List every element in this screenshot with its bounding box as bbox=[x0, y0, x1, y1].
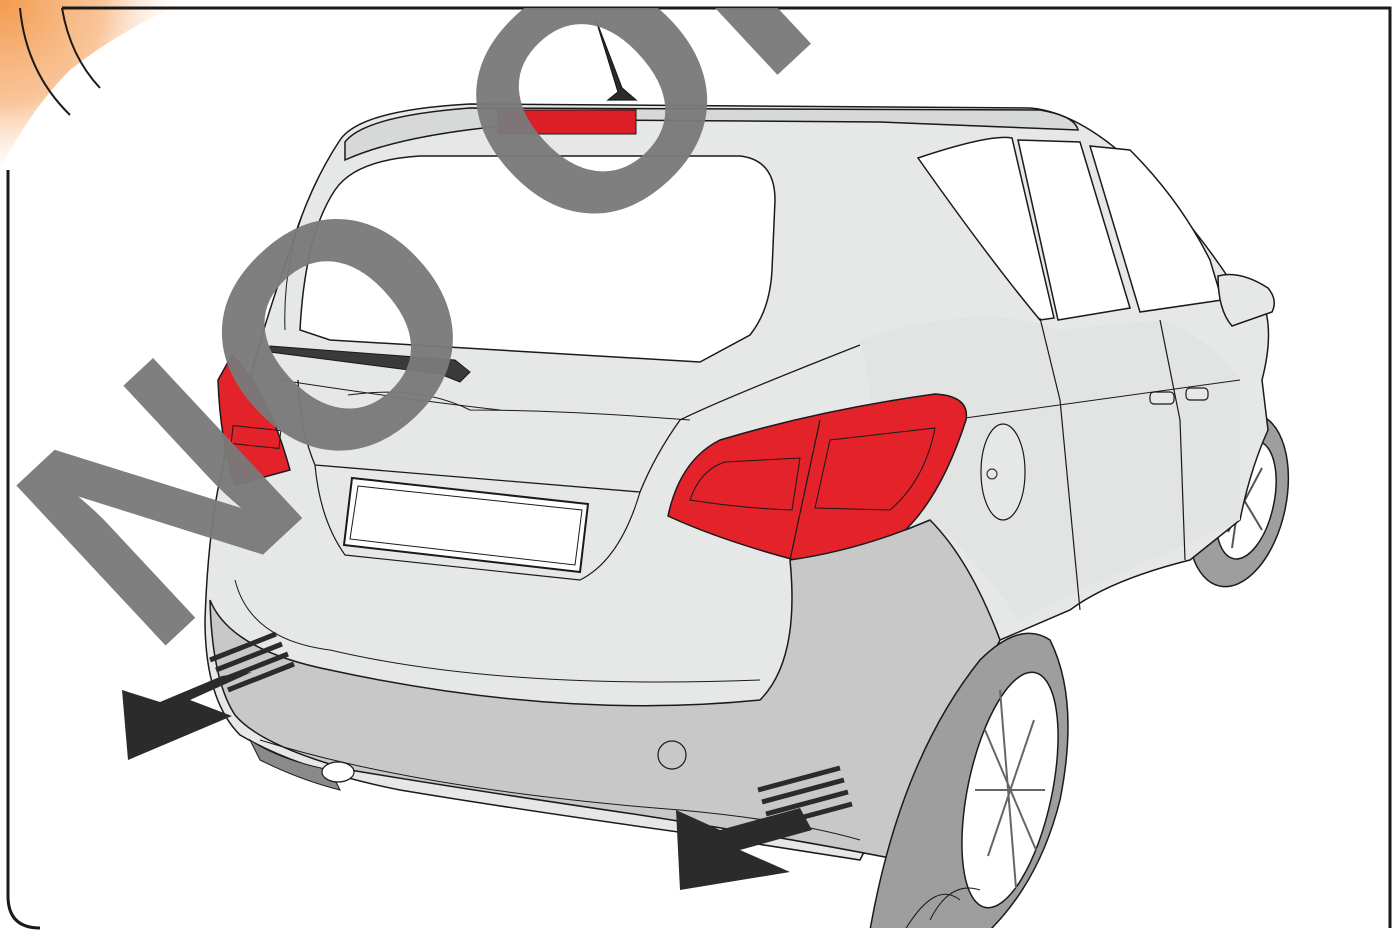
parking-sensor bbox=[658, 741, 686, 769]
corner-signal-icon bbox=[0, 0, 190, 170]
